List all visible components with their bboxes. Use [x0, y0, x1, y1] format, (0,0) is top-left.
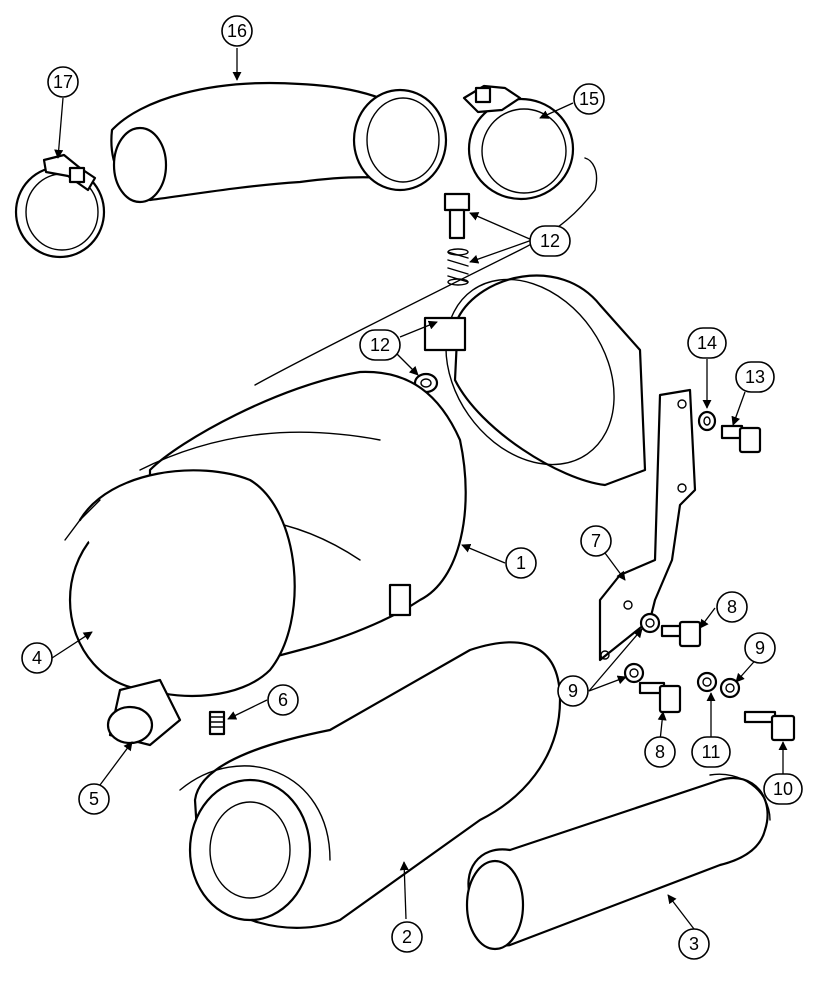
- bolt-10: [743, 710, 796, 742]
- intake-hose-elbow: [110, 81, 448, 204]
- callout-7: 7: [580, 525, 612, 557]
- callout-12-lower: 12: [359, 329, 401, 361]
- hose-clamp-left: [14, 153, 106, 259]
- callout-11: 11: [691, 736, 731, 768]
- dust-cover: [64, 469, 296, 698]
- callout-label: 9: [755, 638, 765, 658]
- callout-label: 2: [402, 927, 412, 947]
- callout-12-upper: 12: [529, 225, 571, 257]
- callout-10: 10: [763, 773, 803, 805]
- mounting-bracket: [598, 388, 697, 662]
- leader-lines: [51, 48, 788, 930]
- callout-3: 3: [678, 928, 710, 960]
- callout-label: 12: [370, 335, 390, 355]
- routing-outline: [254, 157, 598, 386]
- washer-14: [697, 410, 717, 432]
- callout-6: 6: [267, 684, 299, 716]
- latch-spring: [208, 710, 226, 736]
- vacuator-valve: [106, 678, 182, 747]
- callout-8-lower: 8: [644, 736, 676, 768]
- callout-label: 8: [727, 597, 737, 617]
- bolt-13: [720, 424, 762, 454]
- washer-9-lower: [623, 662, 645, 684]
- callout-9-left: 9: [557, 675, 589, 707]
- callout-9-right: 9: [744, 632, 776, 664]
- callout-label: 14: [697, 333, 717, 353]
- washer-9-right: [719, 677, 741, 699]
- secondary-filter-element: [465, 773, 771, 951]
- hose-clamp-right: [462, 84, 575, 201]
- callout-17: 17: [47, 66, 79, 98]
- callout-label: 9: [568, 681, 578, 701]
- callout-label: 7: [591, 531, 601, 551]
- callout-15: 15: [573, 83, 605, 115]
- callout-label: 12: [540, 231, 560, 251]
- callout-16: 16: [221, 15, 253, 47]
- callout-label: 8: [655, 742, 665, 762]
- callout-1: 1: [505, 547, 537, 579]
- callout-label: 6: [278, 690, 288, 710]
- callout-4: 4: [21, 642, 53, 674]
- callout-13: 13: [735, 361, 775, 393]
- callout-label: 10: [773, 779, 793, 799]
- callout-5: 5: [78, 783, 110, 815]
- callout-14: 14: [687, 327, 727, 359]
- primary-filter-element: [179, 641, 562, 929]
- callout-label: 4: [32, 648, 42, 668]
- callout-label: 3: [689, 934, 699, 954]
- callout-label: 11: [702, 742, 721, 762]
- callout-label: 5: [89, 789, 99, 809]
- washer-9-upper: [639, 612, 661, 634]
- callout-label: 17: [53, 72, 73, 92]
- callout-2: 2: [391, 921, 423, 953]
- mounting-band: [423, 274, 647, 487]
- washer-11: [696, 671, 718, 693]
- compression-spring: [447, 248, 469, 286]
- callout-label: 13: [745, 367, 765, 387]
- bolt-8-lower: [638, 681, 682, 714]
- callout-8-upper: 8: [716, 591, 748, 623]
- callout-label: 15: [579, 89, 599, 109]
- callout-label: 1: [516, 553, 526, 573]
- callout-label: 16: [227, 21, 247, 41]
- mounting-bolt: [443, 192, 471, 240]
- bolt-8-upper: [660, 620, 702, 648]
